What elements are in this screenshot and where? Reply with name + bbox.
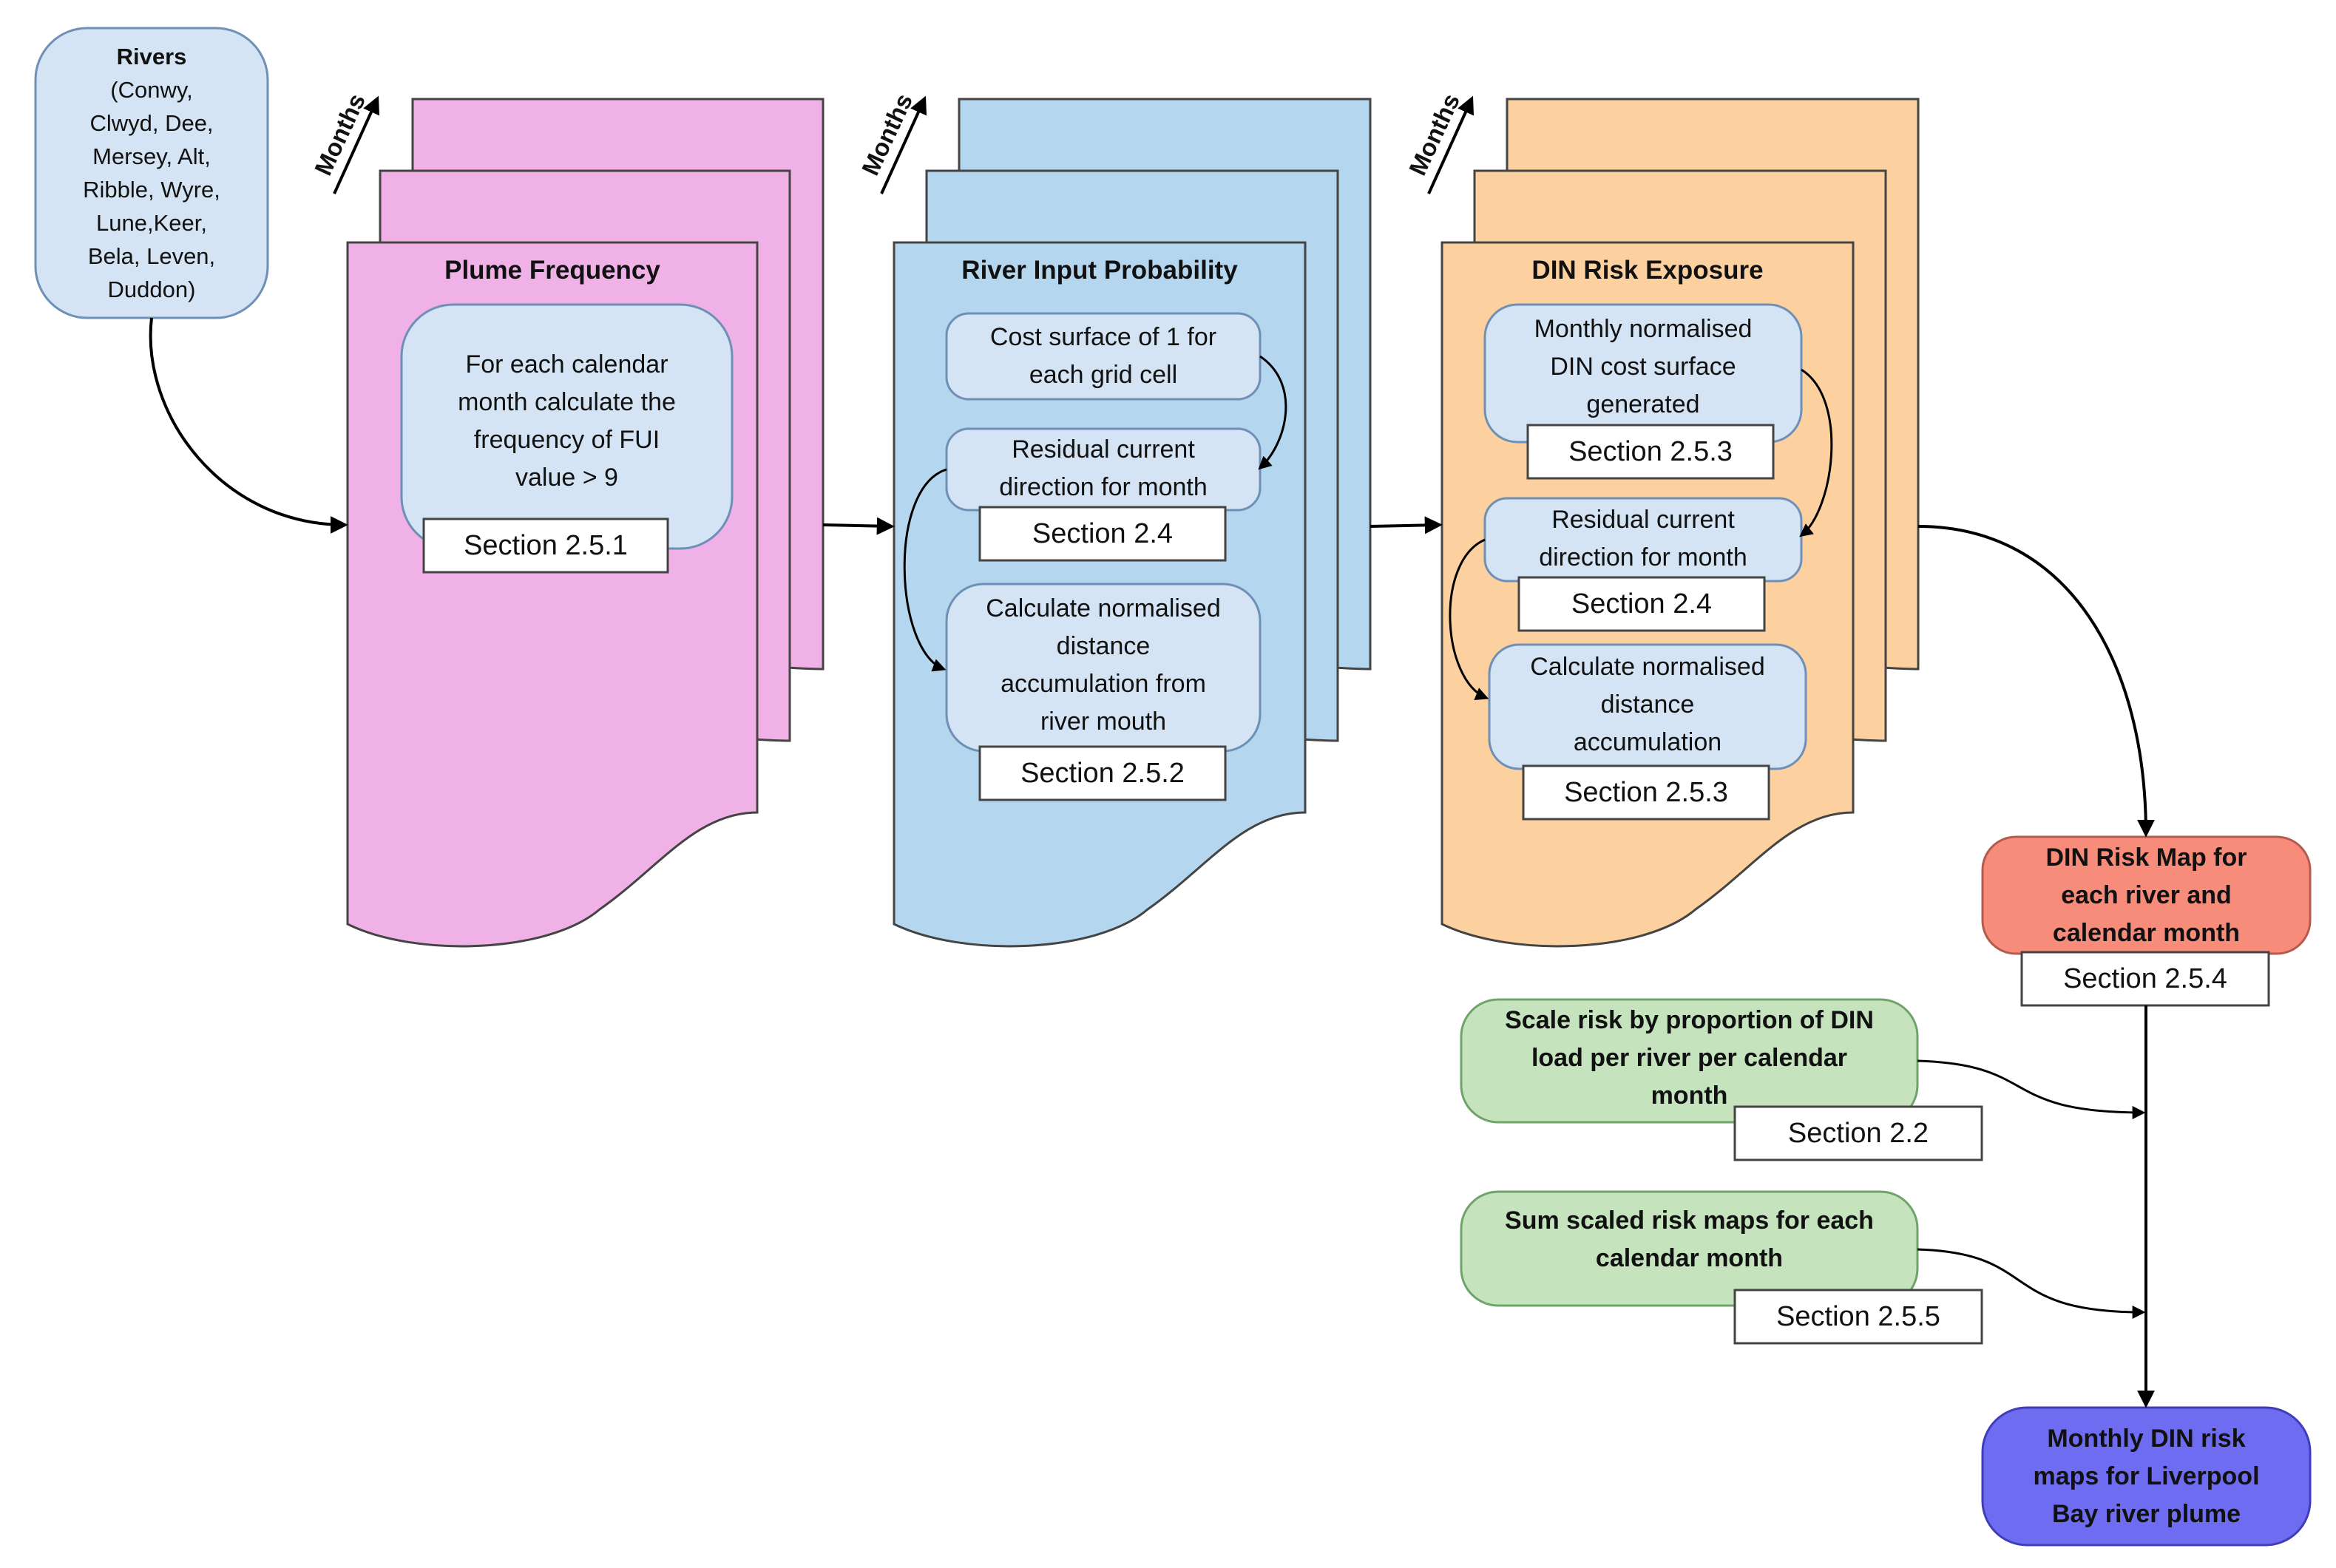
river-input-to-din-arrow [1370,516,1443,534]
section-2-4-label-2: Section 2.4 [1571,588,1713,620]
sum-maps-box [1460,1190,1919,1307]
din-to-residual-arrow [1799,368,1833,537]
rivers-to-plume-arrow [149,317,348,534]
rivers-input-text: Rivers (Conwy, Clwyd, Dee, Mersey, Alt, … [35,37,268,310]
section-2-4-label-1: Section 2.4 [1032,517,1174,549]
section-2-5-2-tag [978,745,1227,801]
section-2-5-3-label-1: Section 2.5.3 [1568,435,1733,467]
plume-step-text: For each calendar month calculate the fr… [458,350,676,492]
risk-map-text: DIN Risk Map for each river and calendar… [2045,843,2247,947]
cost-surface-text: Cost surface of 1 for each grid cell [989,323,1217,389]
plume-section-tag [422,517,669,574]
residual-to-distance-arrow-1 [903,468,947,672]
section-2-2-tag [1733,1105,1983,1161]
months-arrow-2 [880,95,927,194]
residual-to-distance-arrow-2 [1449,538,1489,700]
section-2-4-tag-2 [1517,576,1766,632]
residual-current-text-1: Residual current direction for month [999,435,1208,501]
din-cost-surface-text: Monthly normalised DIN cost surface gene… [1534,314,1753,418]
section-2-5-3-tag-2 [1522,764,1770,821]
scale-risk-text: Scale risk by proportion of DIN load per… [1505,1005,1874,1110]
plume-section-label: Section 2.5.1 [464,529,628,561]
cost-to-residual-arrow [1258,355,1287,470]
section-2-5-4-tag [2020,951,2270,1007]
rivers-title: Rivers [116,44,187,70]
output-text: Monthly DIN risk maps for Liverpool Bay … [2033,1424,2260,1528]
plume-to-river-input-arrow [822,517,895,535]
sum-maps-text: Sum scaled risk maps for each calendar m… [1505,1206,1874,1272]
plume-frequency-title: Plume Frequency [444,255,660,285]
residual-current-text-2: Residual current direction for month [1539,506,1747,571]
din-exposure-title: DIN Risk Exposure [1531,255,1764,285]
distance-accum-text-2: Calculate normalised distance accumulati… [1530,652,1765,756]
river-input-title: River Input Probability [961,255,1238,285]
section-2-5-4-label: Section 2.5.4 [2063,963,2227,994]
section-2-4-tag-1 [978,506,1227,562]
din-to-riskmap-arrow [1917,525,2155,838]
section-2-5-3-label-2: Section 2.5.3 [1564,776,1728,808]
months-arrow-1 [333,95,380,194]
months-arrow-3 [1427,95,1475,194]
section-2-2-label: Section 2.2 [1787,1117,1929,1149]
distance-accum-text-1: Calculate normalised distance accumulati… [986,594,1221,736]
section-2-5-2-label: Section 2.5.2 [1020,757,1185,789]
rivers-list: (Conwy, Clwyd, Dee, Mersey, Alt, Ribble,… [83,77,220,302]
section-2-5-5-tag [1733,1289,1983,1345]
section-2-5-5-label: Section 2.5.5 [1776,1300,1940,1332]
scale-to-main-arrow [1917,1059,2146,1119]
section-2-5-3-tag-1 [1526,424,1775,480]
sum-to-main-arrow [1917,1248,2146,1319]
